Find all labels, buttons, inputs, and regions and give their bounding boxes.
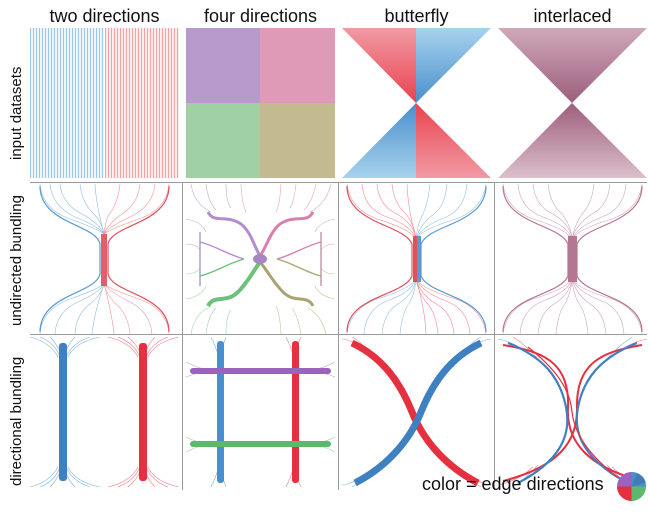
column-title-butterfly: butterfly: [384, 6, 449, 26]
input-butterfly: [342, 28, 491, 178]
input-butterfly-graphic: [342, 28, 491, 178]
directional-four-directions-graphic: [186, 337, 335, 487]
column-title-four-directions: four directions: [203, 6, 318, 26]
input-two-directions-graphic: [30, 28, 179, 178]
input-four-directions: [186, 28, 335, 178]
undirected-four-directions: [186, 184, 335, 334]
input-interlaced-graphic: [498, 28, 647, 178]
separator-v1: [182, 182, 183, 490]
undirected-interlaced: [498, 184, 647, 334]
undirected-four-directions-graphic: [186, 184, 335, 334]
undirected-two-directions-graphic: [39, 184, 170, 334]
row-title-directional-bundling: directional bundling: [8, 356, 25, 486]
column-title-two-directions: two directions: [49, 6, 160, 26]
directional-four-directions: [186, 337, 335, 487]
directional-butterfly-graphic: [342, 337, 491, 487]
separator-h1: [30, 182, 647, 183]
directional-two-directions: [30, 337, 179, 487]
separator-v3: [494, 182, 495, 490]
directional-two-directions-graphic: [30, 337, 179, 487]
input-two-directions: [30, 28, 179, 178]
directional-interlaced: [498, 337, 647, 487]
legend-caption: color = edge directions: [422, 474, 604, 494]
separator-v2: [338, 182, 339, 490]
undirected-butterfly: [342, 184, 491, 334]
undirected-butterfly-graphic: [346, 184, 487, 334]
row-title-input-datasets: input datasets: [8, 66, 25, 160]
undirected-interlaced-graphic: [502, 184, 643, 334]
undirected-two-directions: [30, 184, 179, 334]
directional-interlaced-graphic: [498, 337, 647, 487]
color-wheel-graphic: [616, 471, 647, 502]
color-wheel-icon: [616, 471, 647, 502]
directional-butterfly: [342, 337, 491, 487]
input-four-directions-graphic: [186, 28, 335, 178]
input-interlaced: [498, 28, 647, 178]
separator-h2: [30, 334, 647, 335]
row-title-undirected-bundling: undirected bundling: [8, 195, 25, 326]
column-title-interlaced: interlaced: [533, 6, 612, 26]
